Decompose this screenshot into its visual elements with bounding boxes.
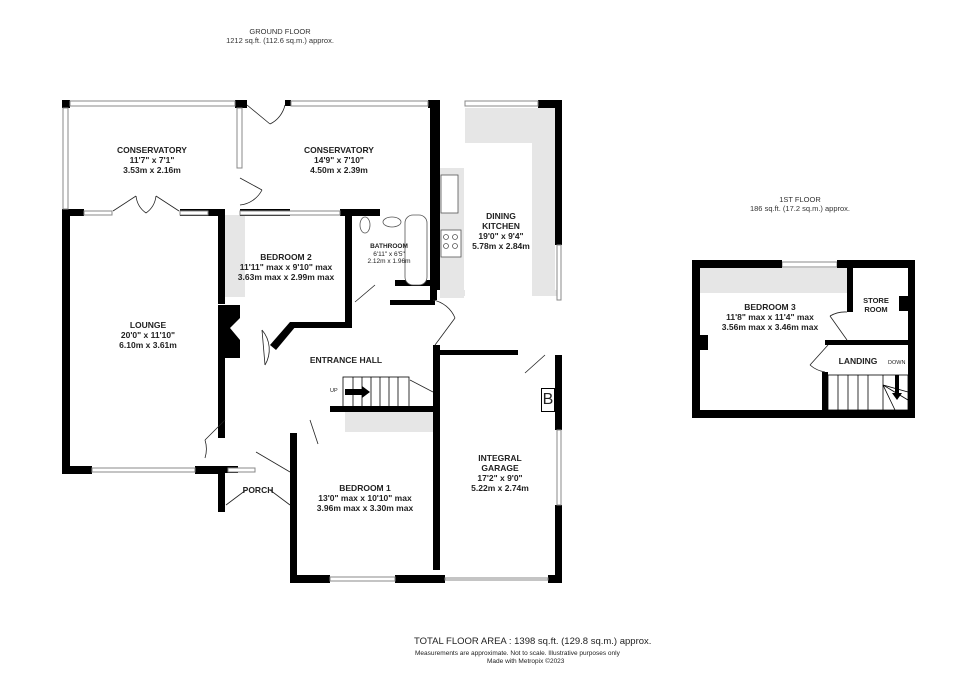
room-imperial: 17'2" x 9'0" bbox=[477, 473, 523, 483]
room-imperial: 20'0" x 11'10" bbox=[120, 330, 176, 340]
room-metric: 6.10m x 3.61m bbox=[119, 340, 177, 350]
room-name: BEDROOM 2 bbox=[260, 252, 312, 262]
first-floor-shaded bbox=[700, 268, 847, 293]
room-name-line2: KITCHEN bbox=[482, 221, 520, 231]
room-metric: 3.63m max x 2.99m max bbox=[237, 272, 335, 282]
room-entrance-hall: ENTRANCE HALL bbox=[310, 355, 382, 365]
room-lounge: LOUNGE 20'0" x 11'10" 6.10m x 3.61m bbox=[119, 320, 177, 350]
room-conservatory-1: CONSERVATORY 11'7" x 7'1" 3.53m x 2.16m bbox=[117, 145, 187, 175]
room-metric: 5.78m x 2.84m bbox=[472, 241, 530, 251]
room-imperial: 11'11" max x 9'10" max bbox=[239, 262, 333, 272]
room-name: CONSERVATORY bbox=[117, 145, 187, 155]
first-floor-area: 186 sq.ft. (17.2 sq.m.) approx. bbox=[749, 204, 851, 213]
disclaimer-note: Measurements are approximate. Not to sca… bbox=[415, 650, 620, 657]
stairs-up-arrow bbox=[345, 386, 370, 398]
boiler-marker: B bbox=[541, 388, 555, 412]
room-metric: 3.56m max x 3.46m max bbox=[721, 322, 819, 332]
room-metric: 5.22m x 2.74m bbox=[471, 483, 529, 493]
room-imperial: 11'7" x 7'1" bbox=[129, 155, 175, 165]
room-store-room: STORE ROOM bbox=[863, 296, 889, 314]
room-name: BEDROOM 3 bbox=[744, 302, 796, 312]
room-landing: LANDING bbox=[839, 356, 878, 366]
stairs-down-label: DOWN bbox=[888, 360, 906, 366]
room-name-line2: GARAGE bbox=[481, 463, 519, 473]
bathroom-fixtures bbox=[359, 214, 428, 286]
room-name-line1: DINING bbox=[486, 211, 516, 221]
room-imperial: 19'0" x 9'4" bbox=[478, 231, 524, 241]
room-imperial: 14'9" x 7'10" bbox=[314, 155, 364, 165]
room-metric: 3.53m x 2.16m bbox=[123, 165, 181, 175]
room-imperial: 6'11" x 6'5" bbox=[373, 250, 405, 258]
stairs-down-arrow bbox=[892, 375, 902, 400]
kitchen-fixtures bbox=[440, 174, 462, 258]
room-name-line2: ROOM bbox=[864, 305, 888, 314]
first-floor-walls bbox=[692, 260, 915, 418]
ground-floor-header: GROUND FLOOR 1212 sq.ft. (112.6 sq.m.) a… bbox=[210, 27, 350, 45]
room-name-line1: STORE bbox=[863, 296, 889, 305]
made-with-credit: Made with Metropix ©2023 bbox=[487, 658, 565, 665]
room-name: BATHROOM bbox=[370, 243, 408, 250]
windows bbox=[62, 100, 838, 582]
first-floor-doors bbox=[809, 311, 848, 373]
ground-floor-area: 1212 sq.ft. (112.6 sq.m.) approx. bbox=[226, 36, 334, 45]
room-bedroom-2: BEDROOM 2 11'11" max x 9'10" max 3.63m m… bbox=[238, 252, 334, 282]
room-conservatory-2: CONSERVATORY 14'9" x 7'10" 4.50m x 2.39m bbox=[304, 145, 374, 175]
first-floor-title: 1ST FLOOR bbox=[779, 195, 821, 204]
room-name: CONSERVATORY bbox=[304, 145, 374, 155]
walls bbox=[62, 100, 562, 583]
ground-floor-title: GROUND FLOOR bbox=[249, 27, 311, 36]
room-integral-garage: INTEGRAL GARAGE 17'2" x 9'0" 5.22m x 2.7… bbox=[471, 453, 529, 493]
room-name: ENTRANCE HALL bbox=[309, 355, 383, 365]
room-bedroom-3: BEDROOM 3 11'8" max x 11'4" max 3.56m ma… bbox=[722, 302, 818, 332]
room-porch: PORCH bbox=[243, 485, 274, 495]
room-imperial: 11'8" max x 11'4" max bbox=[726, 312, 814, 322]
room-name-line1: INTEGRAL bbox=[478, 453, 522, 463]
first-floor-header: 1ST FLOOR 186 sq.ft. (17.2 sq.m.) approx… bbox=[720, 195, 880, 213]
room-metric: 2.12m x 1.96m bbox=[367, 258, 411, 265]
room-name: BEDROOM 1 bbox=[339, 483, 391, 493]
room-name: LANDING bbox=[838, 356, 878, 366]
doors bbox=[112, 104, 546, 506]
room-metric: 3.96m max x 3.30m max bbox=[316, 503, 414, 513]
room-imperial: 13'0" max x 10'10" max bbox=[318, 493, 412, 503]
room-dining-kitchen: DINING KITCHEN 19'0" x 9'4" 5.78m x 2.84… bbox=[472, 211, 530, 251]
stairs-ground bbox=[342, 376, 410, 408]
room-metric: 4.50m x 2.39m bbox=[310, 165, 368, 175]
room-bathroom: BATHROOM 6'11" x 6'5" 2.12m x 1.96m bbox=[368, 243, 411, 266]
total-floor-area: TOTAL FLOOR AREA : 1398 sq.ft. (129.8 sq… bbox=[414, 636, 652, 647]
room-name: PORCH bbox=[242, 485, 274, 495]
room-name: LOUNGE bbox=[129, 320, 167, 330]
stairs-up-label: UP bbox=[330, 388, 338, 394]
room-bedroom-1: BEDROOM 1 13'0" max x 10'10" max 3.96m m… bbox=[317, 483, 413, 513]
